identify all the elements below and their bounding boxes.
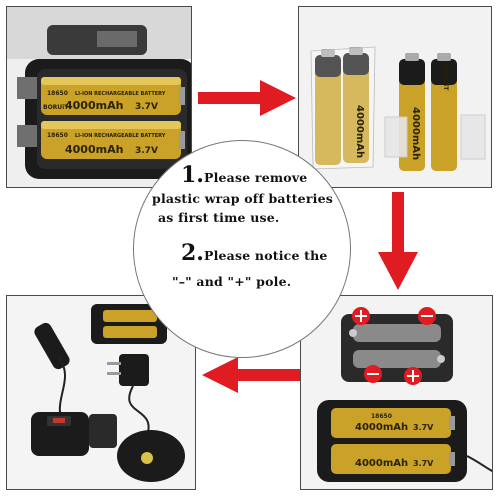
battery-top-voltage: 3.7V: [135, 102, 158, 112]
closed-battery-case: [317, 400, 467, 482]
batteries-illustration: 4000mAh 4000mAh BORUiT: [310, 46, 486, 171]
battery-top-model: 18650: [47, 90, 68, 97]
instruction-circle: [133, 140, 351, 358]
battery-bottom-capacity: 4000mAh: [65, 143, 123, 156]
battery-unwrapped-capacity: 4000mAh: [410, 107, 421, 160]
arrow-right-icon: [198, 80, 296, 116]
arrow-left-icon: [202, 357, 300, 393]
polarity-illustration: 18650 4000mAh 3.7V 4000mAh 3.7V: [317, 307, 492, 482]
arrow-down-icon: [378, 192, 418, 290]
battery-wrapped-2: [343, 47, 369, 163]
battery-top: [41, 77, 185, 115]
battery-top-type: LI-ION RECHARGEABLE BATTERY: [75, 91, 166, 97]
step1-heading: 1.Please remove: [181, 162, 307, 188]
battery-bottom-model: 18650: [47, 132, 68, 139]
closed-case-battery-voltage-2: 3.7V: [413, 459, 434, 468]
accessories-illustration: [31, 304, 185, 482]
battery-top-brand: BORUiT: [43, 104, 69, 111]
battery-wrapped-capacity: 4000mAh: [354, 105, 365, 158]
closed-case-battery-voltage: 3.7V: [413, 423, 434, 432]
batteries-wrap-photo-panel: 4000mAh 4000mAh BORUiT: [298, 6, 492, 188]
battery-case-photo-panel: 18650 LI-ION RECHARGEABLE BATTERY 4000mA…: [6, 6, 192, 188]
battery-bottom-voltage: 3.7V: [135, 146, 158, 156]
step1-number: 1.: [181, 162, 204, 188]
battery-case-small: [91, 304, 167, 344]
battery-case-illustration: 18650 LI-ION RECHARGEABLE BATTERY 4000mA…: [7, 7, 191, 179]
battery-bottom-type: LI-ION RECHARGEABLE BATTERY: [75, 133, 166, 139]
open-battery-case: [341, 314, 453, 382]
closed-case-battery-model: 18650: [371, 413, 392, 420]
step1-line1: Please remove: [203, 170, 308, 185]
step1-line2: plastic wrap off batteries: [152, 191, 333, 206]
battery-top-capacity: 4000mAh: [65, 99, 123, 112]
step1-line3: as first time use.: [158, 210, 280, 225]
step2-heading: 2.Please notice the: [181, 240, 328, 266]
closed-case-battery-capacity: 4000mAh: [355, 422, 408, 433]
step2-number: 2.: [181, 240, 204, 266]
car-charger: [34, 322, 70, 427]
battery-bottom: [41, 121, 185, 159]
step2-line2: "–" and "+" pole.: [172, 274, 292, 289]
closed-case-battery-capacity-2: 4000mAh: [355, 458, 408, 469]
battery-unwrapped-2: [431, 53, 457, 171]
lamp-head: [117, 430, 185, 482]
step2-line1: Please notice the: [203, 248, 328, 263]
battery-unwrapped-brand: BORUiT: [442, 65, 449, 91]
accessories-photo-panel: [6, 295, 196, 490]
polarity-photo-panel: 18650 4000mAh 3.7V 4000mAh 3.7V: [300, 295, 493, 490]
polarity-markers: [352, 307, 436, 385]
battery-wrapped-1: [315, 49, 341, 165]
headlamp-unit: [31, 412, 117, 456]
